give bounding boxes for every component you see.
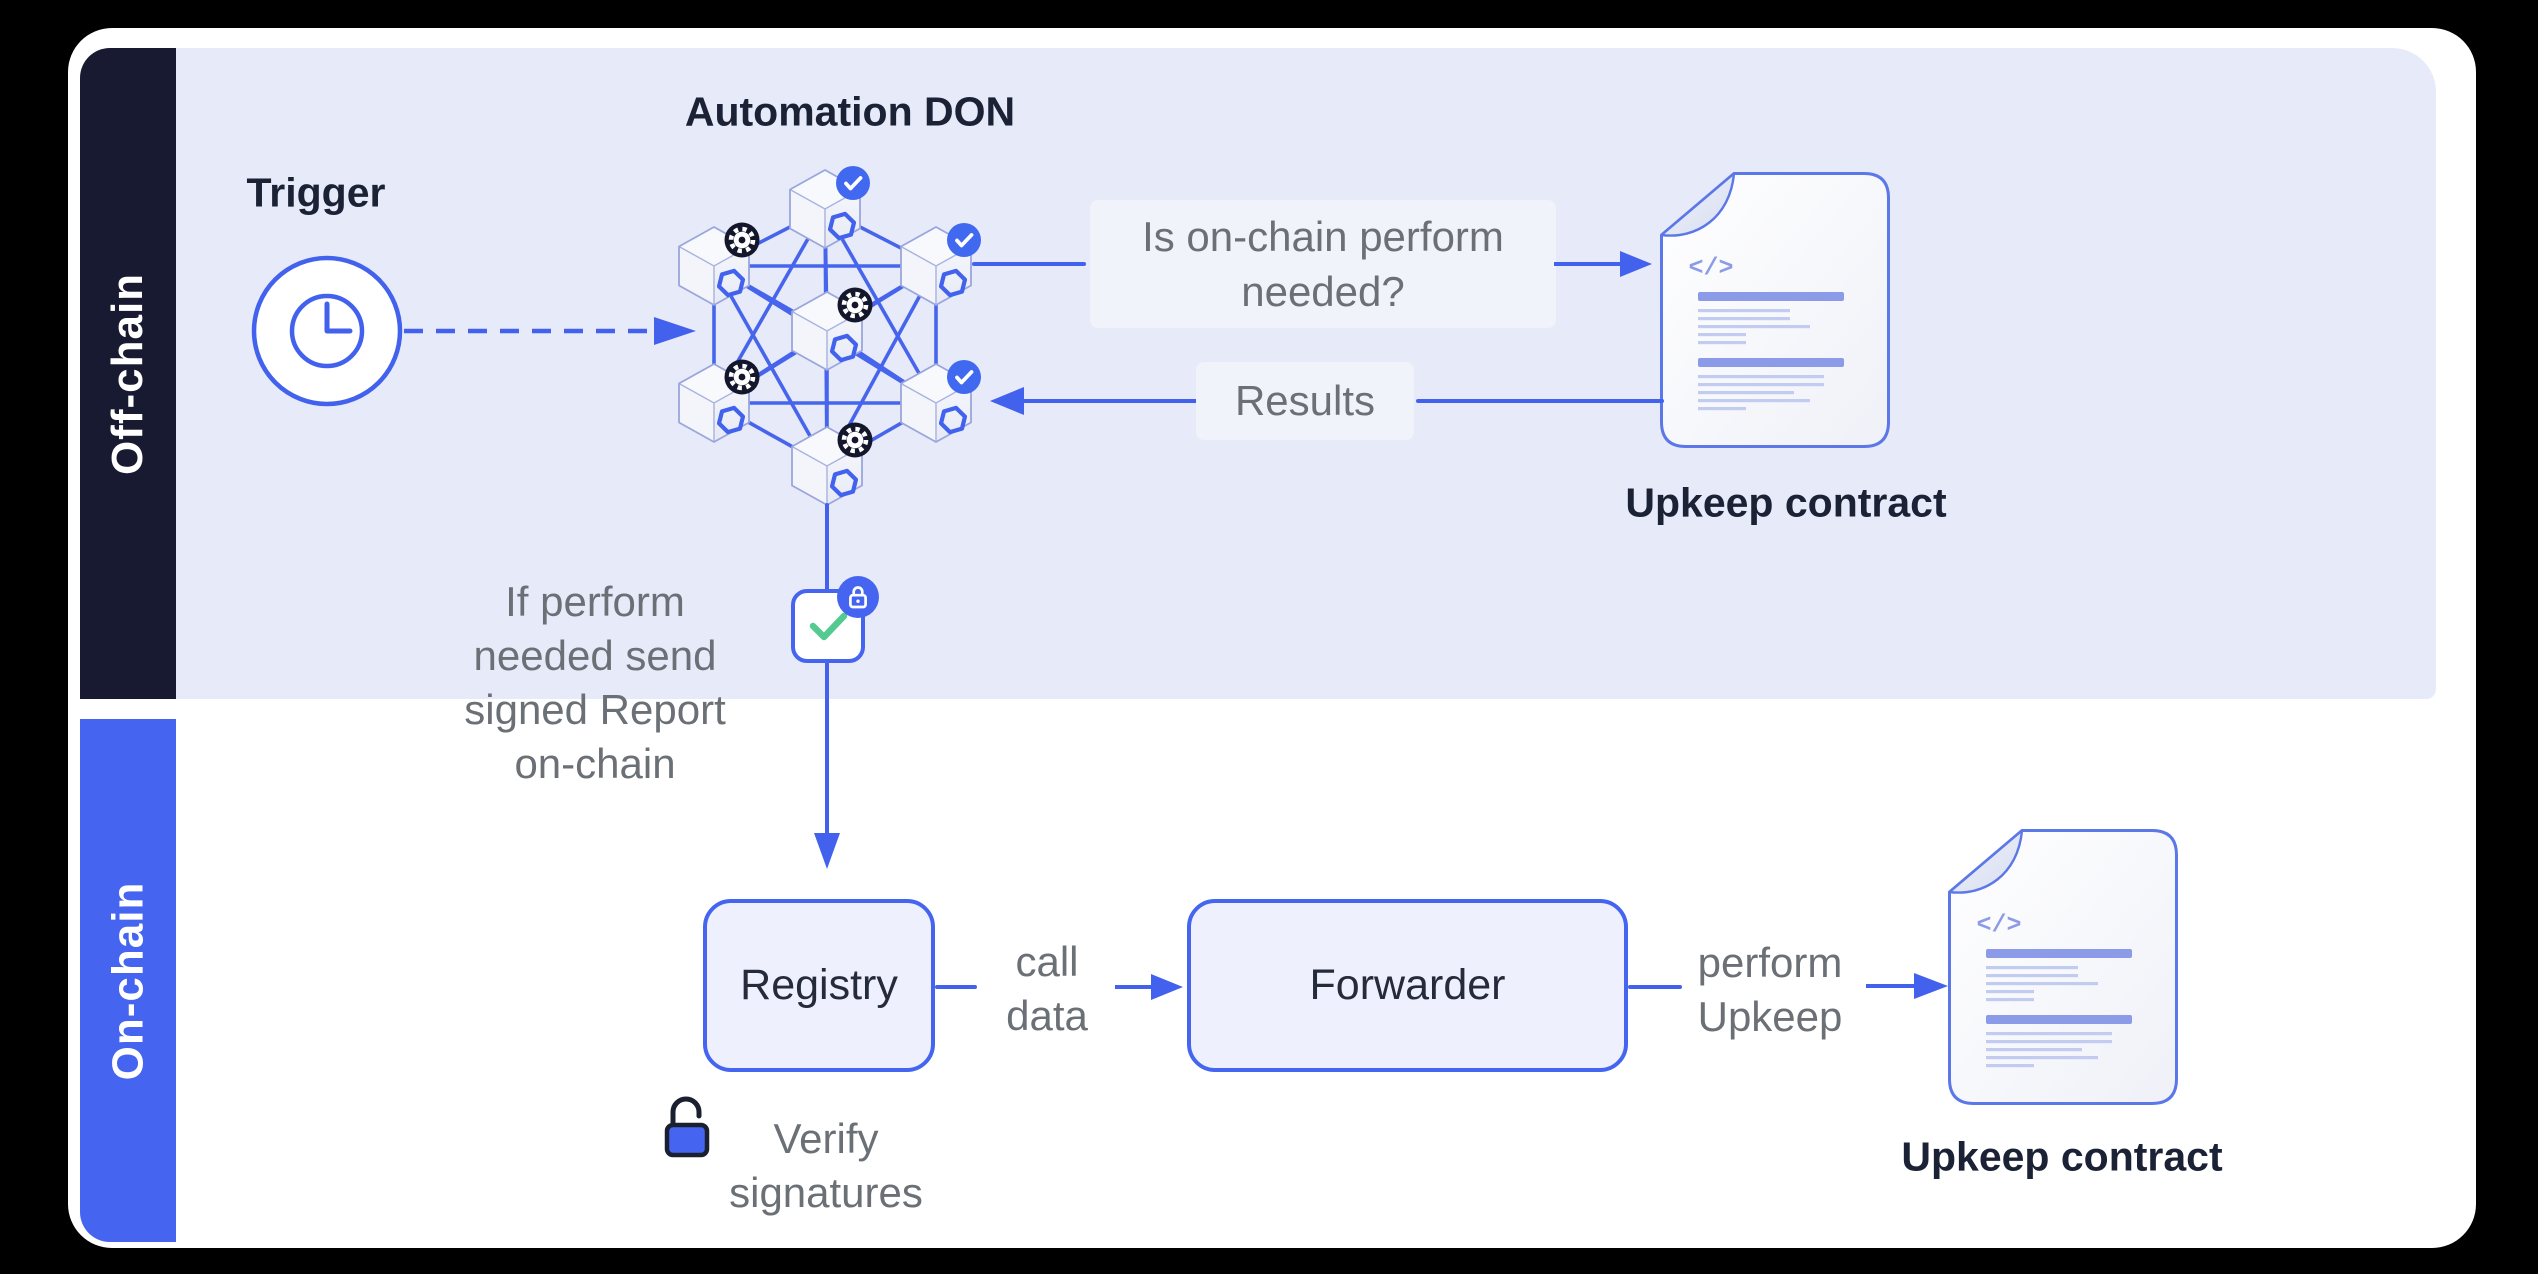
code-glyph: </> (1976, 910, 2022, 940)
report-note-line: signed Report (464, 686, 726, 733)
question-to-contract-arrow (1554, 251, 1652, 277)
perform-upkeep-label: perform Upkeep (1670, 936, 1870, 1044)
call-data-line: call (1015, 938, 1079, 985)
registry-stub-line (935, 985, 977, 989)
verify-signatures-label: Verify signatures (676, 1112, 976, 1220)
check-badge-icon (945, 221, 983, 259)
gear-badge-icon (838, 288, 873, 323)
registry-box: Registry (703, 899, 935, 1072)
don-to-report-line (825, 503, 829, 591)
unlock-icon (664, 1096, 710, 1158)
forwarder-to-contract-arrow (1866, 973, 1948, 999)
contract-to-results-line (1416, 399, 1664, 403)
forwarder-box: Forwarder (1187, 899, 1628, 1072)
question-line-1: Is on-chain perform (1142, 213, 1504, 260)
verify-line: Verify (773, 1115, 879, 1162)
upkeep-contract-top-label: Upkeep contract (1625, 479, 1947, 526)
clock-icon (251, 255, 403, 407)
report-note-line: needed send (473, 632, 717, 679)
don-network (660, 164, 983, 524)
code-glyph: </> (1688, 253, 1734, 283)
lock-badge-icon (836, 575, 880, 619)
gear-badge-icon (725, 360, 760, 395)
check-badge-icon (834, 164, 872, 202)
perform-upkeep-line: Upkeep (1697, 993, 1843, 1040)
don-to-question-line (972, 262, 1086, 266)
contract-document-icon (1948, 829, 2178, 1105)
report-to-registry-arrow (814, 663, 840, 869)
trigger-title: Trigger (246, 169, 386, 216)
contract-document-icon (1660, 172, 1890, 448)
gear-badge-icon (838, 423, 873, 458)
check-badge-icon (945, 358, 983, 396)
report-note-line: on-chain (514, 740, 676, 787)
results-box: Results (1196, 362, 1414, 440)
trigger-to-don-arrow (404, 317, 696, 345)
offchain-label: Off-chain (103, 272, 153, 475)
check-icon (809, 612, 848, 641)
onchain-label: On-chain (103, 881, 152, 1080)
don-title: Automation DON (684, 88, 1016, 135)
results-to-don-arrow (990, 387, 1196, 415)
forwarder-label: Forwarder (1309, 961, 1506, 1009)
registry-label: Registry (740, 961, 898, 1009)
report-note: If perform needed send signed Report on-… (445, 575, 745, 791)
verify-line: signatures (729, 1169, 923, 1216)
gear-badge-icon (725, 223, 760, 258)
question-line-2: needed? (1241, 268, 1405, 315)
call-data-label: call data (977, 935, 1117, 1043)
calldata-to-forwarder-arrow (1115, 974, 1183, 1000)
perform-upkeep-line: perform (1697, 939, 1843, 986)
onchain-sidebar: On-chain (80, 719, 176, 1242)
upkeep-contract-bottom-label: Upkeep contract (1901, 1133, 2223, 1180)
question-box: Is on-chain perform needed? (1090, 200, 1556, 328)
call-data-line: data (1006, 992, 1088, 1039)
forwarder-stub-line (1628, 985, 1682, 989)
report-note-line: If perform (505, 578, 685, 625)
offchain-sidebar: Off-chain (80, 48, 176, 699)
results-label: Results (1234, 377, 1376, 424)
